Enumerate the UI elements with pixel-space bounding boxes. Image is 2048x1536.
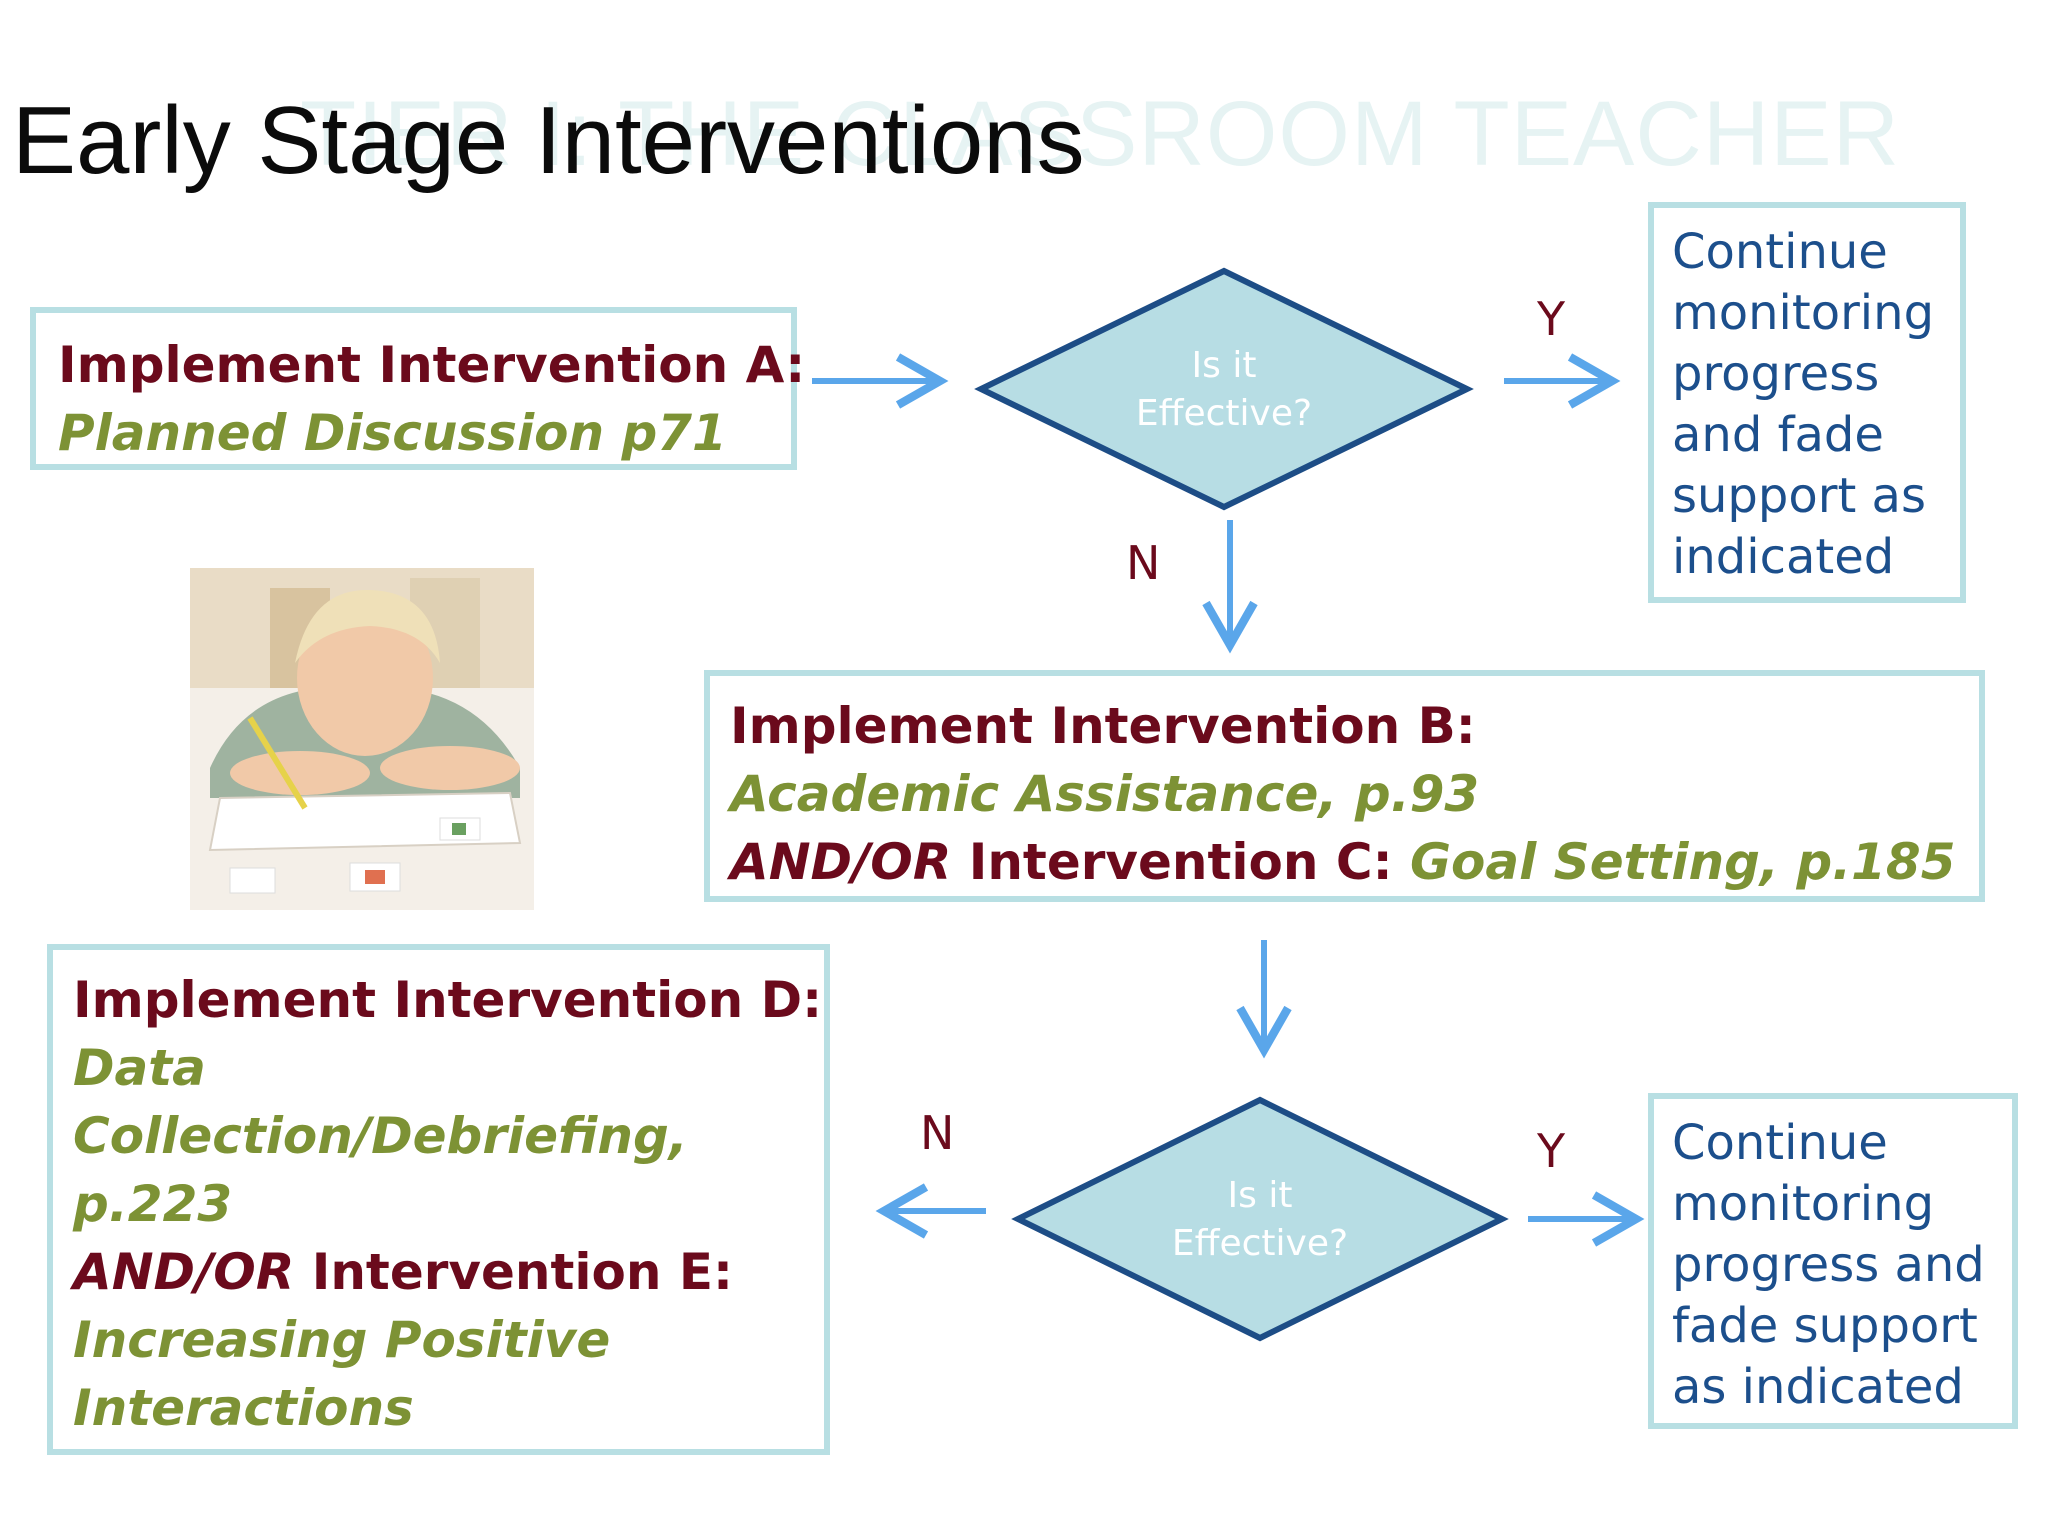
intervention-e-detail-line-1: Increasing Positive: [73, 1311, 611, 1369]
continue-2-line-4: fade support: [1672, 1298, 1978, 1354]
intervention-c-detail: Goal Setting, p.185: [1410, 833, 1956, 891]
decision-2-no-label: N: [920, 1106, 955, 1160]
continue-1-line-5: support as: [1672, 468, 1926, 524]
intervention-b-box: Implement Intervention B: Academic Assis…: [704, 670, 1985, 902]
intervention-c-line: AND/OR Intervention C: Goal Setting, p.1…: [730, 828, 1959, 896]
intervention-c-label: Intervention C:: [951, 833, 1410, 891]
decision-1-line2: Effective?: [1135, 393, 1313, 434]
continue-1-line-2: monitoring: [1672, 285, 1935, 341]
background-watermark-title: TIER I: THE CLASSROOM TEACHER: [300, 83, 1901, 185]
continue-1-line-1: Continue: [1672, 224, 1888, 280]
decision-1-text: Is it Effective?: [1104, 342, 1344, 438]
page-title: Early Stage Interventions: [12, 87, 1085, 194]
intervention-b-detail: Academic Assistance, p.93: [730, 765, 1480, 823]
intervention-a-heading: Implement Intervention A:: [58, 336, 806, 394]
intervention-e-line: AND/OR Intervention E:: [73, 1238, 804, 1306]
continue-1-line-6: indicated: [1672, 529, 1895, 585]
decision-2-line1: Is it: [1227, 1175, 1293, 1216]
intervention-d-detail-line-2: Collection/Debriefing,: [73, 1107, 688, 1165]
decision-diamond-1: [974, 267, 1474, 511]
decision-diamond-2: [1011, 1096, 1509, 1342]
intervention-a-box: Implement Intervention A: Planned Discus…: [30, 307, 806, 470]
continue-2-line-3: progress and: [1672, 1237, 1985, 1293]
continue-2-line-1: Continue: [1672, 1115, 1888, 1171]
decision-1-line1: Is it: [1191, 345, 1257, 386]
andor-label-b: AND/OR: [730, 833, 952, 891]
intervention-d-heading: Implement Intervention D:: [73, 971, 823, 1029]
decision-2-text: Is it Effective?: [1140, 1172, 1380, 1268]
decision-2-yes-label: Y: [1537, 1124, 1566, 1178]
decision-1-no-label: N: [1126, 536, 1161, 590]
continue-1-line-4: and fade: [1672, 407, 1884, 463]
continue-1-line-3: progress: [1672, 346, 1880, 402]
intervention-d-detail-line-1: Data: [73, 1039, 206, 1097]
intervention-e-label: Intervention E:: [294, 1243, 734, 1301]
intervention-b-heading: Implement Intervention B:: [730, 697, 1476, 755]
decision-2-line2: Effective?: [1171, 1223, 1349, 1264]
decision-1-yes-label: Y: [1537, 292, 1566, 346]
continue-2-line-5: as indicated: [1672, 1359, 1964, 1415]
andor-label-d: AND/OR: [73, 1243, 295, 1301]
intervention-d-detail-line-3: p.223: [73, 1175, 233, 1233]
continue-2-line-2: monitoring: [1672, 1176, 1935, 1232]
child-writing-photo: [190, 568, 534, 910]
intervention-e-detail-line-2: Interactions: [73, 1379, 414, 1437]
intervention-a-detail: Planned Discussion p71: [58, 404, 727, 462]
